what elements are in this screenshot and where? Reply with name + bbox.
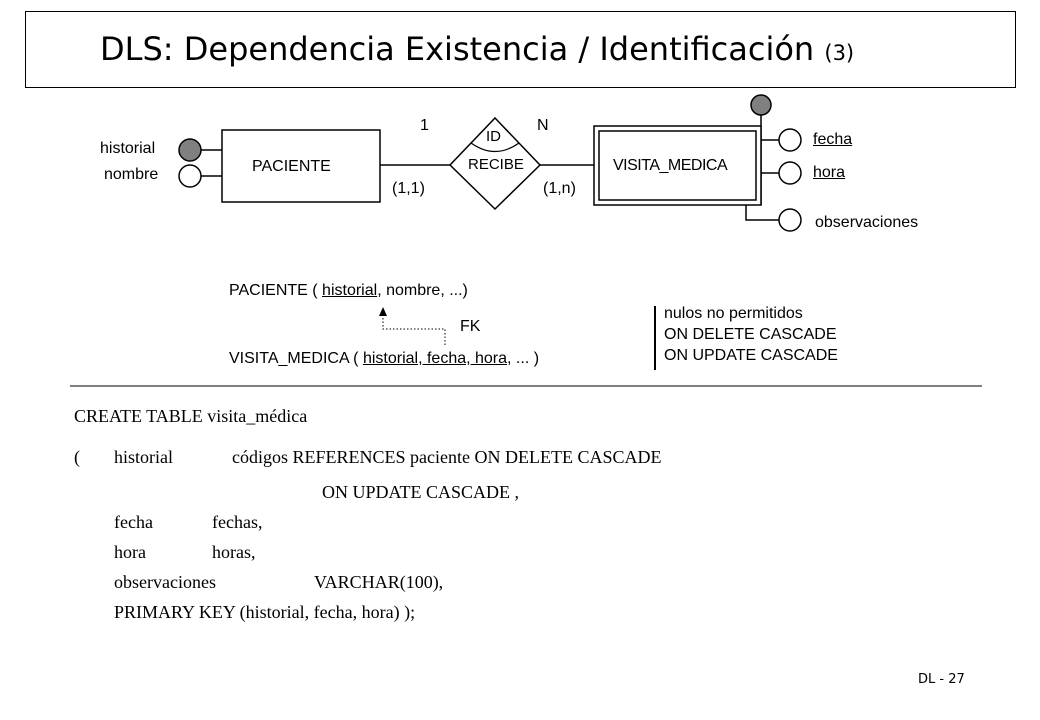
attr-fecha-label: fecha — [813, 131, 853, 148]
key-attribute-visita-icon — [750, 94, 772, 116]
relationship-label: RECIBE — [468, 156, 524, 173]
schema-visita: VISITA_MEDICA ( historial, fecha, hora, … — [229, 350, 539, 368]
sql-line-create: CREATE TABLE visita_médica — [74, 406, 308, 426]
attribute-fecha-icon — [778, 128, 802, 152]
sql-col1-type: códigos REFERENCES paciente ON DELETE CA… — [232, 447, 662, 467]
slide-title: DLS: Dependencia Existencia / Identifica… — [100, 30, 854, 68]
sql-col3-name: hora — [114, 542, 146, 562]
fk-arrow-line — [382, 316, 446, 345]
note-nulls: nulos no permitidos — [664, 305, 803, 322]
entity-visita-inner — [598, 130, 757, 201]
cardinality-left: 1 — [420, 117, 429, 134]
schema-paciente-name: PACIENTE ( — [229, 282, 323, 299]
fk-arrowhead — [379, 307, 387, 316]
sql-primary-key: PRIMARY KEY (historial, fecha, hora) ); — [114, 602, 416, 622]
schema-visita-name: VISITA_MEDICA ( — [229, 350, 363, 367]
id-arc — [470, 142, 520, 153]
participation-right: (1,n) — [543, 180, 576, 197]
attribute-nombre-icon — [178, 164, 202, 188]
key-attribute-historial-icon — [178, 138, 202, 162]
attr-historial-label: historial — [100, 140, 156, 157]
sql-col4-name: observaciones — [114, 572, 216, 592]
sql-col2-type: fechas, — [212, 512, 263, 532]
attr-nombre-label: nombre — [104, 166, 159, 183]
connector-observaciones — [745, 205, 779, 221]
entity-paciente — [221, 129, 381, 203]
sql-col1-cont: ON UPDATE CASCADE , — [322, 482, 520, 502]
attr-hora-label: hora — [813, 164, 846, 181]
schema-paciente-key: historial — [322, 282, 378, 299]
note-on-delete: ON DELETE CASCADE — [664, 326, 837, 343]
attribute-observaciones-icon — [778, 208, 802, 232]
title-box — [25, 11, 1016, 88]
fk-label: FK — [460, 318, 481, 335]
attribute-hora-icon — [778, 161, 802, 185]
relationship-recibe — [448, 116, 542, 211]
page-number: DL - 27 — [918, 672, 965, 687]
sql-col3-type: horas, — [212, 542, 256, 562]
sql-col4-type: VARCHAR(100), — [314, 572, 444, 592]
cardinality-right: N — [537, 117, 549, 134]
note-on-update: ON UPDATE CASCADE — [664, 347, 838, 364]
schema-paciente: PACIENTE ( historial, nombre, ...) — [229, 282, 468, 300]
schema-visita-key: historial, fecha, hora — [362, 350, 508, 367]
sql-col2-name: fecha — [114, 512, 153, 532]
relationship-id-label: ID — [486, 128, 501, 145]
schema-paciente-rest: , nombre, ...) — [377, 282, 468, 299]
entity-visita-outer — [593, 125, 762, 206]
title-number: (3) — [824, 41, 855, 65]
sql-open-paren: ( — [74, 447, 80, 467]
title-main: DLS: Dependencia Existencia / Identifica… — [100, 30, 815, 68]
attr-observaciones-label: observaciones — [815, 214, 919, 231]
schema-notes: nulos no permitidos ON DELETE CASCADE ON… — [664, 303, 838, 366]
entity-paciente-label: PACIENTE — [252, 158, 331, 175]
entity-visita-label: VISITA_MEDICA — [613, 157, 728, 174]
schema-visita-rest: , ... ) — [507, 350, 540, 367]
sql-col1-name: historial — [114, 447, 173, 467]
participation-left: (1,1) — [392, 180, 425, 197]
